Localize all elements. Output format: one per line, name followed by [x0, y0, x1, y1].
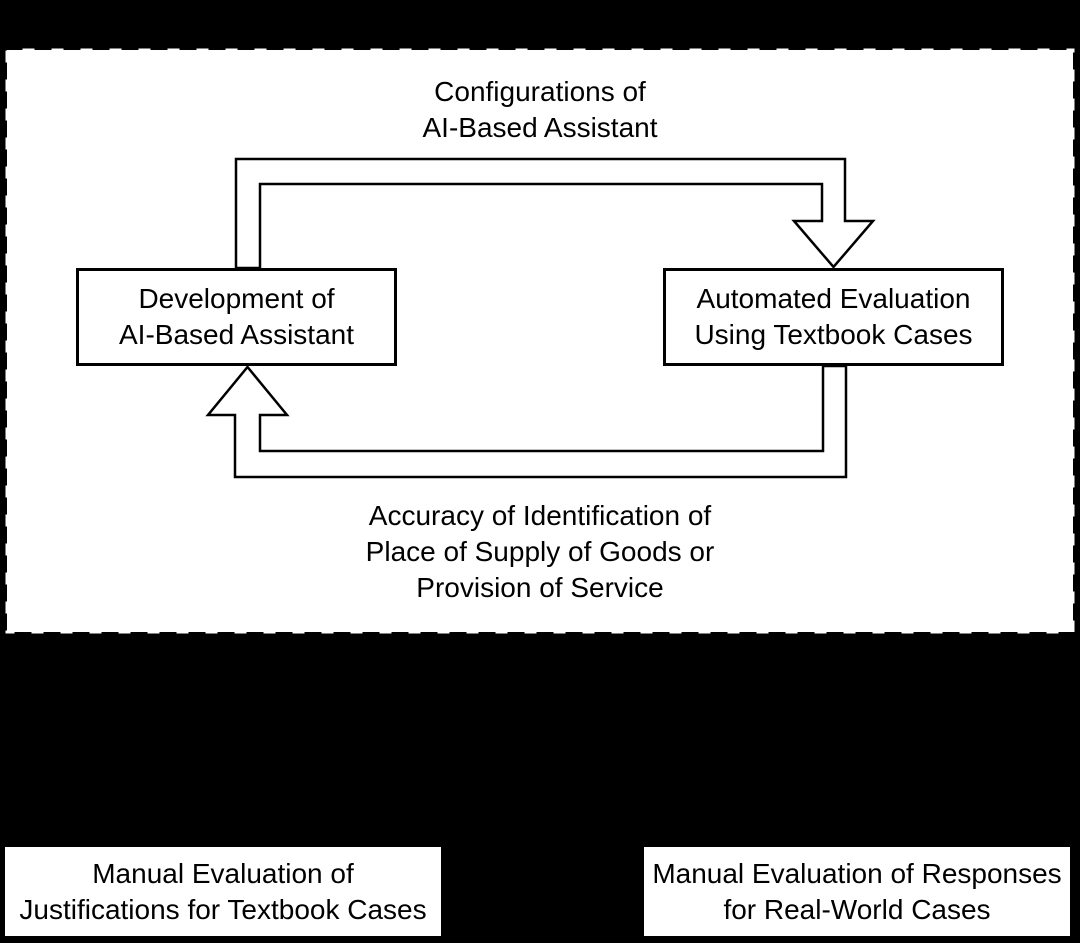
manual-justifications-line2: Justifications for Textbook Cases	[19, 893, 427, 925]
bottom-flow-label: Accuracy of Identification of Place of S…	[140, 498, 940, 606]
automated-evaluation-box: Automated Evaluation Using Textbook Case…	[663, 268, 1004, 366]
development-box-line1: Development of	[138, 283, 335, 314]
manual-evaluation-responses-box: Manual Evaluation of Responses for Real-…	[642, 845, 1072, 938]
manual-justifications-line1: Manual Evaluation of	[92, 857, 354, 889]
bottom-flow-label-line2: Place of Supply of Goods or	[365, 536, 715, 567]
top-flow-label: Configurations of AI-Based Assistant	[140, 74, 940, 146]
development-box-line2: AI-Based Assistant	[118, 319, 354, 350]
automated-evaluation-box-line2: Using Textbook Cases	[694, 319, 973, 350]
manual-evaluation-justifications-box: Manual Evaluation of Justifications for …	[3, 845, 443, 938]
development-box: Development of AI-Based Assistant	[76, 268, 397, 366]
automated-evaluation-box-line1: Automated Evaluation	[696, 283, 971, 314]
top-flow-label-line1: Configurations of	[434, 76, 646, 107]
manual-responses-line1: Manual Evaluation of Responses	[652, 857, 1062, 889]
top-flow-label-line2: AI-Based Assistant	[422, 112, 658, 143]
top-loop-arrow	[234, 157, 876, 270]
bottom-flow-label-line1: Accuracy of Identification of	[368, 500, 712, 531]
manual-responses-line2: for Real-World Cases	[723, 893, 991, 925]
bottom-flow-label-line3: Provision of Service	[416, 572, 664, 603]
bottom-loop-arrow	[205, 364, 848, 479]
